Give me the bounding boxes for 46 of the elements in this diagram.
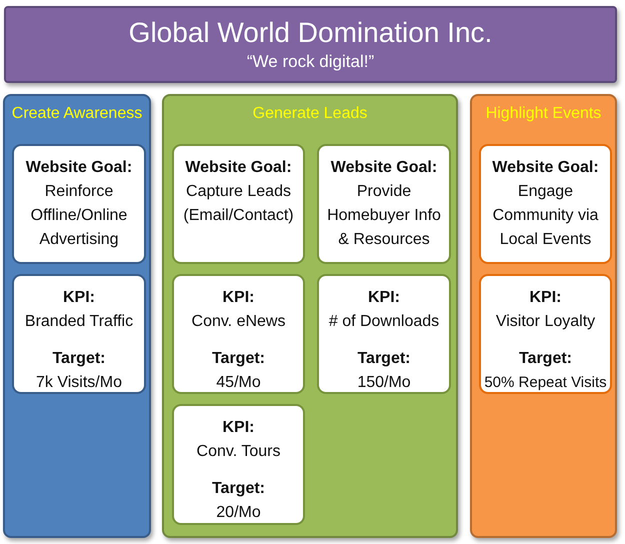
title-banner xyxy=(4,6,617,83)
goal-text: Capture Leads (Email/Contact) xyxy=(182,182,295,226)
kpi-value: Branded Traffic xyxy=(24,312,134,332)
kpi-label: KPI: xyxy=(63,288,95,308)
target-label: Target: xyxy=(357,349,411,369)
kpi-label: KPI: xyxy=(222,288,254,308)
target-value: 150/Mo xyxy=(357,373,411,393)
kpi-card xyxy=(172,404,305,525)
kpi-card xyxy=(479,274,612,394)
goal-label: Website Goal: xyxy=(492,158,599,178)
title-text: Global World Domination Inc. xyxy=(128,16,492,50)
kpi-card xyxy=(172,274,305,394)
column-panel xyxy=(3,94,151,538)
kpi-card xyxy=(12,274,146,394)
goal-label: Website Goal: xyxy=(185,158,292,178)
column-panel xyxy=(470,94,617,538)
goal-label: Website Goal: xyxy=(26,158,132,178)
goal-card xyxy=(479,144,612,264)
kpi-label: KPI: xyxy=(368,288,400,308)
kpi-value: Conv. Tours xyxy=(196,442,280,462)
target-value: 7k Visits/Mo xyxy=(36,373,122,393)
kpi-value: # of Downloads xyxy=(328,312,440,332)
kpi-card xyxy=(317,274,451,394)
target-value: 50% Repeat Visits xyxy=(484,373,607,393)
goal-card xyxy=(172,144,305,264)
column-heading: Create Awareness xyxy=(10,104,144,124)
goal-text: Provide Homebuyer Info & Resources xyxy=(326,182,442,250)
column-heading: Highlight Events xyxy=(484,104,602,124)
column-panel xyxy=(162,94,458,538)
goal-text: Engage Community via Local Events xyxy=(492,182,600,250)
target-label: Target: xyxy=(212,479,266,499)
goal-card xyxy=(12,144,146,264)
kpi-label: KPI: xyxy=(530,288,562,308)
kpi-label: KPI: xyxy=(222,418,254,438)
target-label: Target: xyxy=(212,349,266,369)
target-value: 20/Mo xyxy=(216,503,261,523)
goal-text: Reinforce Offline/Online Advertising xyxy=(30,182,128,250)
column-heading: Generate Leads xyxy=(252,104,368,124)
goal-card xyxy=(317,144,451,264)
kpi-value: Visitor Loyalty xyxy=(496,312,596,332)
goal-label: Website Goal: xyxy=(330,158,438,178)
kpi-value: Conv. eNews xyxy=(192,312,286,332)
target-label: Target: xyxy=(52,349,106,369)
target-label: Target: xyxy=(518,349,572,369)
target-value: 45/Mo xyxy=(216,373,261,393)
tagline: “We rock digital!” xyxy=(246,51,374,73)
